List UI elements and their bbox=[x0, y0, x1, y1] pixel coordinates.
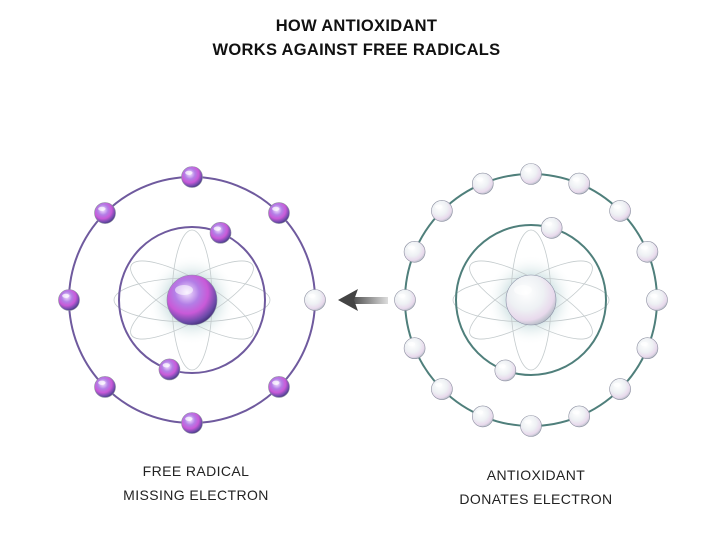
outer-electron bbox=[431, 200, 453, 222]
outer-electron-highlight bbox=[272, 206, 280, 211]
outer-electron bbox=[609, 378, 631, 400]
outer-electron-highlight bbox=[613, 382, 621, 387]
inner-shell bbox=[455, 224, 607, 376]
outer-electron bbox=[471, 172, 494, 195]
outer-electron-highlight bbox=[98, 206, 106, 211]
outer-electron-highlight bbox=[524, 419, 532, 424]
outer-electron bbox=[268, 202, 290, 224]
inner-electron bbox=[540, 217, 563, 239]
outer-electron bbox=[636, 240, 659, 263]
inner-electron-highlight bbox=[544, 221, 553, 226]
antioxidant-label: ANTIOXIDANT DONATES ELECTRON bbox=[416, 463, 656, 511]
inner-electron-highlight bbox=[162, 363, 170, 368]
nucleus bbox=[166, 274, 218, 326]
nucleus-highlight bbox=[514, 285, 532, 295]
donated-electron-highlight bbox=[308, 293, 316, 298]
outer-electron bbox=[268, 376, 290, 398]
outer-electron-highlight bbox=[475, 410, 484, 415]
outer-electron bbox=[94, 376, 116, 398]
free-radical-label-line-2: MISSING ELECTRON bbox=[123, 487, 269, 503]
antioxidant-atom bbox=[394, 163, 668, 437]
outer-electron bbox=[181, 412, 203, 434]
title-line-2: WORKS AGAINST FREE RADICALS bbox=[212, 41, 501, 59]
inner-electron-highlight bbox=[213, 226, 222, 231]
outer-electron-highlight bbox=[62, 293, 70, 298]
outer-electron bbox=[58, 289, 80, 311]
outer-electron bbox=[636, 337, 659, 360]
free-radical-label-line-1: FREE RADICAL bbox=[142, 463, 250, 479]
outer-electron bbox=[609, 200, 631, 222]
outer-electron-highlight bbox=[435, 382, 443, 387]
outer-electron bbox=[520, 415, 542, 437]
inner-electron bbox=[209, 222, 232, 244]
nucleus bbox=[505, 274, 557, 326]
outer-electron-highlight bbox=[524, 167, 532, 172]
inner-electron bbox=[494, 359, 517, 382]
outer-electron-highlight bbox=[407, 245, 416, 250]
outer-electron bbox=[403, 240, 426, 263]
outer-electron bbox=[403, 337, 426, 360]
free-radical-label: FREE RADICAL MISSING ELECTRON bbox=[76, 459, 316, 507]
outer-electron-highlight bbox=[640, 245, 648, 250]
title-line-1: HOW ANTIOXIDANT bbox=[275, 17, 438, 35]
outer-electron-highlight bbox=[475, 177, 484, 182]
transfer-arrow-icon bbox=[338, 289, 388, 311]
donated-electron bbox=[304, 289, 326, 311]
outer-electron bbox=[646, 289, 668, 311]
outer-electron-highlight bbox=[572, 177, 580, 182]
outer-electron bbox=[520, 163, 542, 185]
outer-electron bbox=[568, 405, 591, 428]
outer-electron-highlight bbox=[398, 293, 406, 298]
outer-electron bbox=[431, 378, 453, 400]
outer-electron-highlight bbox=[185, 416, 193, 421]
outer-electron-highlight bbox=[435, 204, 443, 209]
antioxidant-label-line-2: DONATES ELECTRON bbox=[459, 491, 613, 507]
inner-shell bbox=[118, 226, 266, 374]
outer-electron-highlight bbox=[650, 293, 658, 298]
outer-electron bbox=[94, 202, 116, 224]
outer-electron bbox=[181, 166, 203, 188]
free-radical-atom bbox=[58, 166, 326, 434]
inner-electron bbox=[158, 358, 181, 381]
outer-electron-highlight bbox=[572, 410, 580, 415]
outer-electron bbox=[394, 289, 416, 311]
outer-electron-highlight bbox=[185, 170, 193, 175]
outer-electron bbox=[471, 405, 494, 428]
outer-electron bbox=[568, 172, 591, 195]
inner-electron-highlight bbox=[498, 364, 506, 369]
nucleus-highlight bbox=[175, 285, 193, 295]
outer-electron-highlight bbox=[640, 341, 648, 347]
outer-electron-highlight bbox=[272, 380, 280, 385]
antioxidant-label-line-1: ANTIOXIDANT bbox=[486, 467, 586, 483]
outer-electron-highlight bbox=[98, 380, 106, 385]
outer-electron-highlight bbox=[613, 204, 621, 209]
outer-electron-highlight bbox=[407, 341, 416, 347]
